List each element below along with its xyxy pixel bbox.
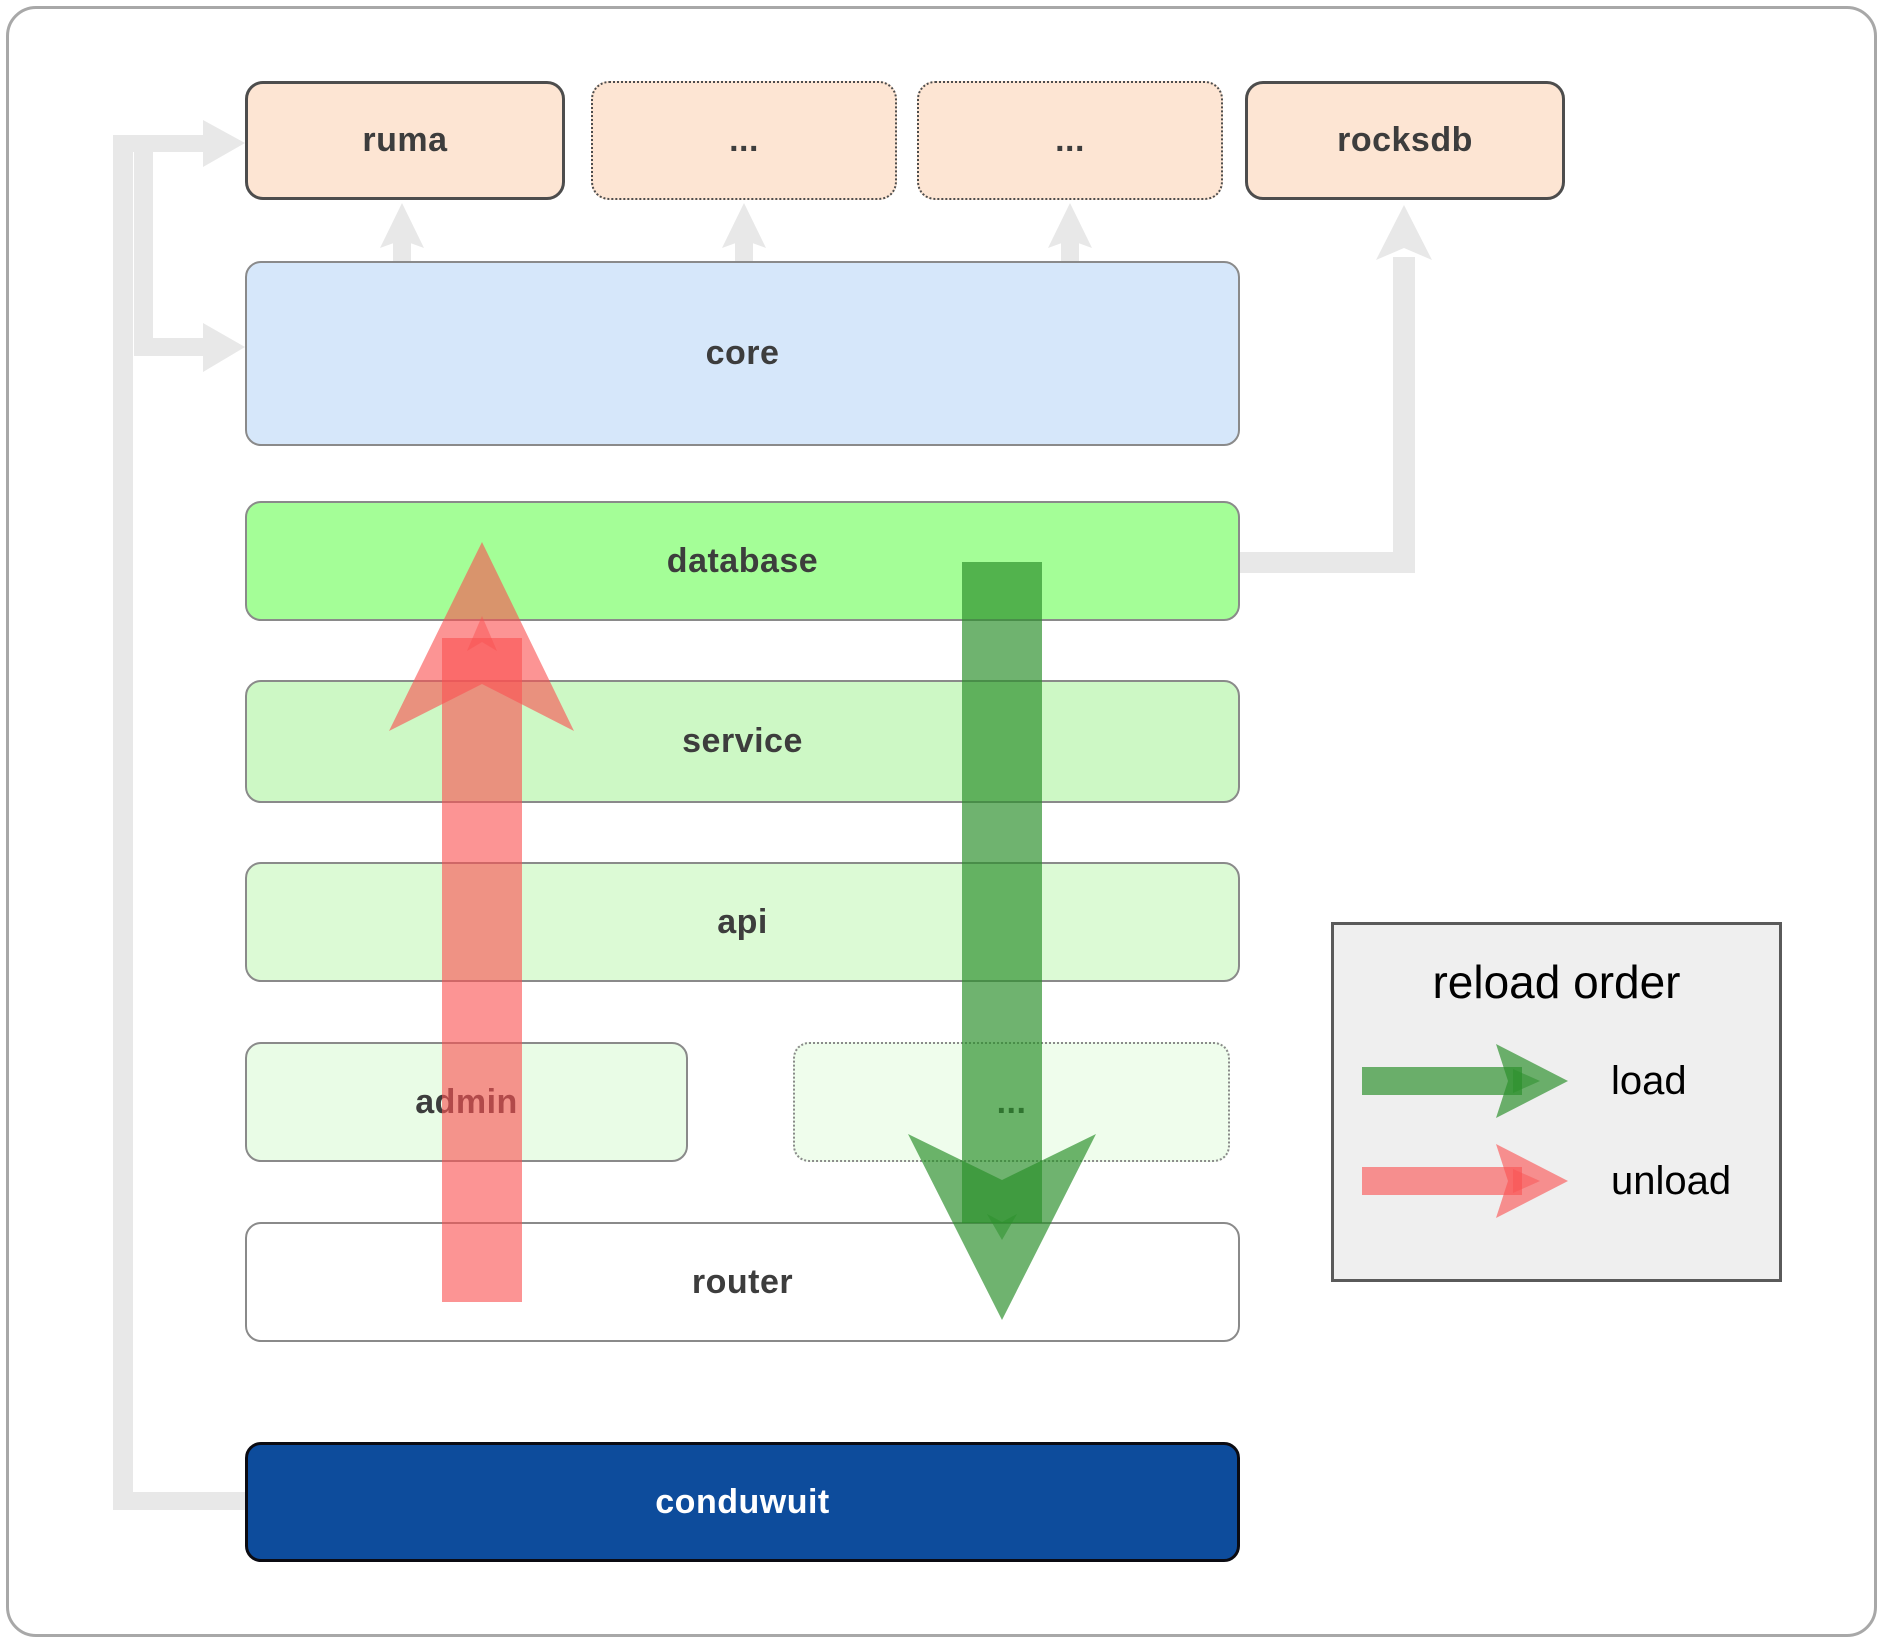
- node-database-label: database: [666, 541, 819, 580]
- legend-load-label: load: [1611, 1058, 1687, 1103]
- diagram-frame: [6, 6, 1877, 1637]
- node-rocksdb: rocksdb: [1245, 81, 1565, 200]
- node-conduwuit: conduwuit: [245, 1442, 1240, 1562]
- node-database: database: [245, 501, 1240, 621]
- node-ruma: ruma: [245, 81, 565, 200]
- node-core-label: core: [705, 334, 780, 372]
- node-admin: admin: [245, 1042, 688, 1162]
- node-ellipsis-1: ...: [591, 81, 897, 200]
- node-rocksdb-label: rocksdb: [1337, 121, 1473, 159]
- node-api-label: api: [717, 902, 768, 941]
- legend-row-unload: unload: [1358, 1141, 1731, 1221]
- node-ellipsis-2: ...: [917, 81, 1223, 200]
- node-api: api: [245, 862, 1240, 982]
- node-conduwuit-label: conduwuit: [655, 1482, 830, 1521]
- node-ellipsis-3-label: ...: [996, 1082, 1027, 1121]
- node-core: core: [245, 261, 1240, 446]
- node-ruma-label: ruma: [362, 121, 448, 159]
- node-router-label: router: [691, 1262, 794, 1301]
- node-ellipsis-3: ...: [793, 1042, 1230, 1162]
- node-ellipsis-1-label: ...: [729, 121, 759, 159]
- legend-unload-label: unload: [1611, 1158, 1732, 1203]
- legend-load-arrow-icon: [1362, 1044, 1568, 1118]
- legend-row-load: load: [1358, 1041, 1687, 1121]
- node-service-label: service: [682, 722, 803, 760]
- node-admin-label: admin: [415, 1082, 518, 1121]
- node-router: router: [245, 1222, 1240, 1342]
- legend-title: reload order: [1432, 956, 1681, 1008]
- node-ellipsis-2-label: ...: [1055, 121, 1085, 159]
- node-service: service: [245, 680, 1240, 803]
- legend: reload order load unload: [1331, 922, 1782, 1282]
- legend-unload-arrow-icon: [1362, 1144, 1568, 1218]
